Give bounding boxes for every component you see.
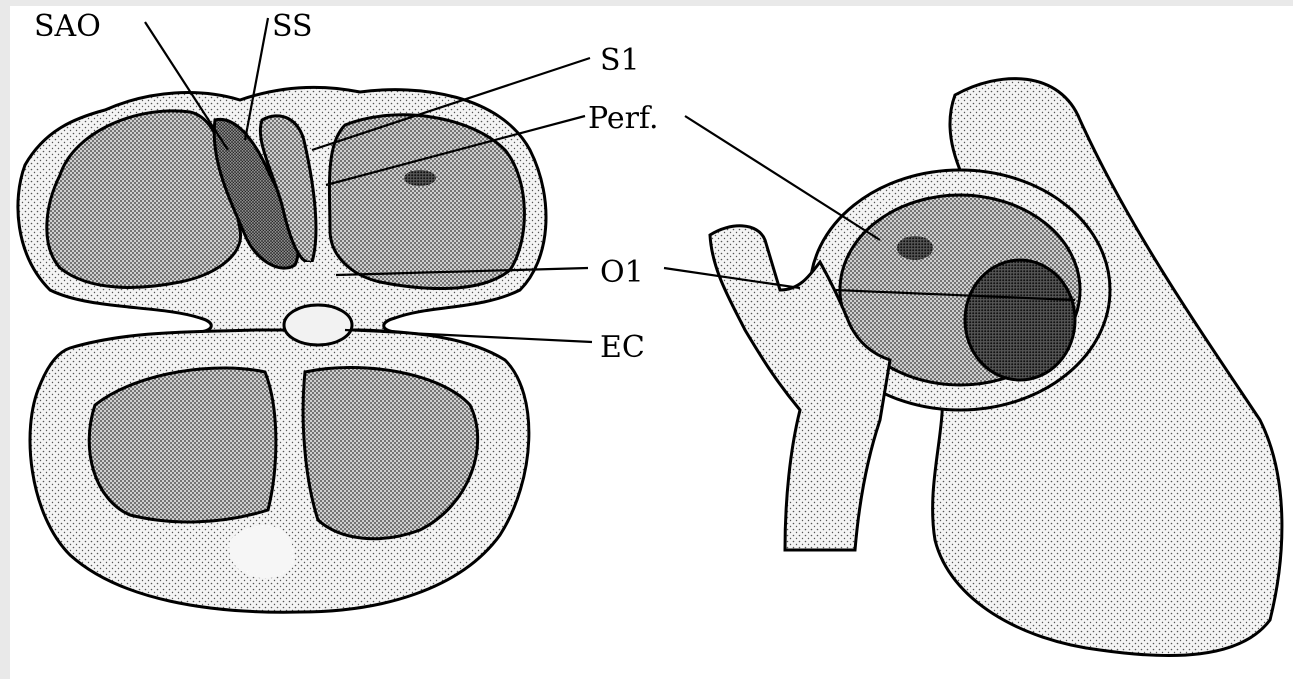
label-s1: S1 [600,43,640,78]
label-o1: O1 [600,255,644,290]
perforation-dark-spot [897,236,933,260]
label-ss: SS [272,9,313,44]
left-heart-section [18,87,546,612]
foramen-ovale-dark [965,260,1075,380]
label-perf: Perf. [588,101,659,136]
label-sao: SAO [34,9,101,44]
label-ec: EC [600,330,645,365]
left-ventricle-cavity [89,368,276,522]
perforation-spot [404,170,436,186]
endocardial-cushion [284,305,352,345]
